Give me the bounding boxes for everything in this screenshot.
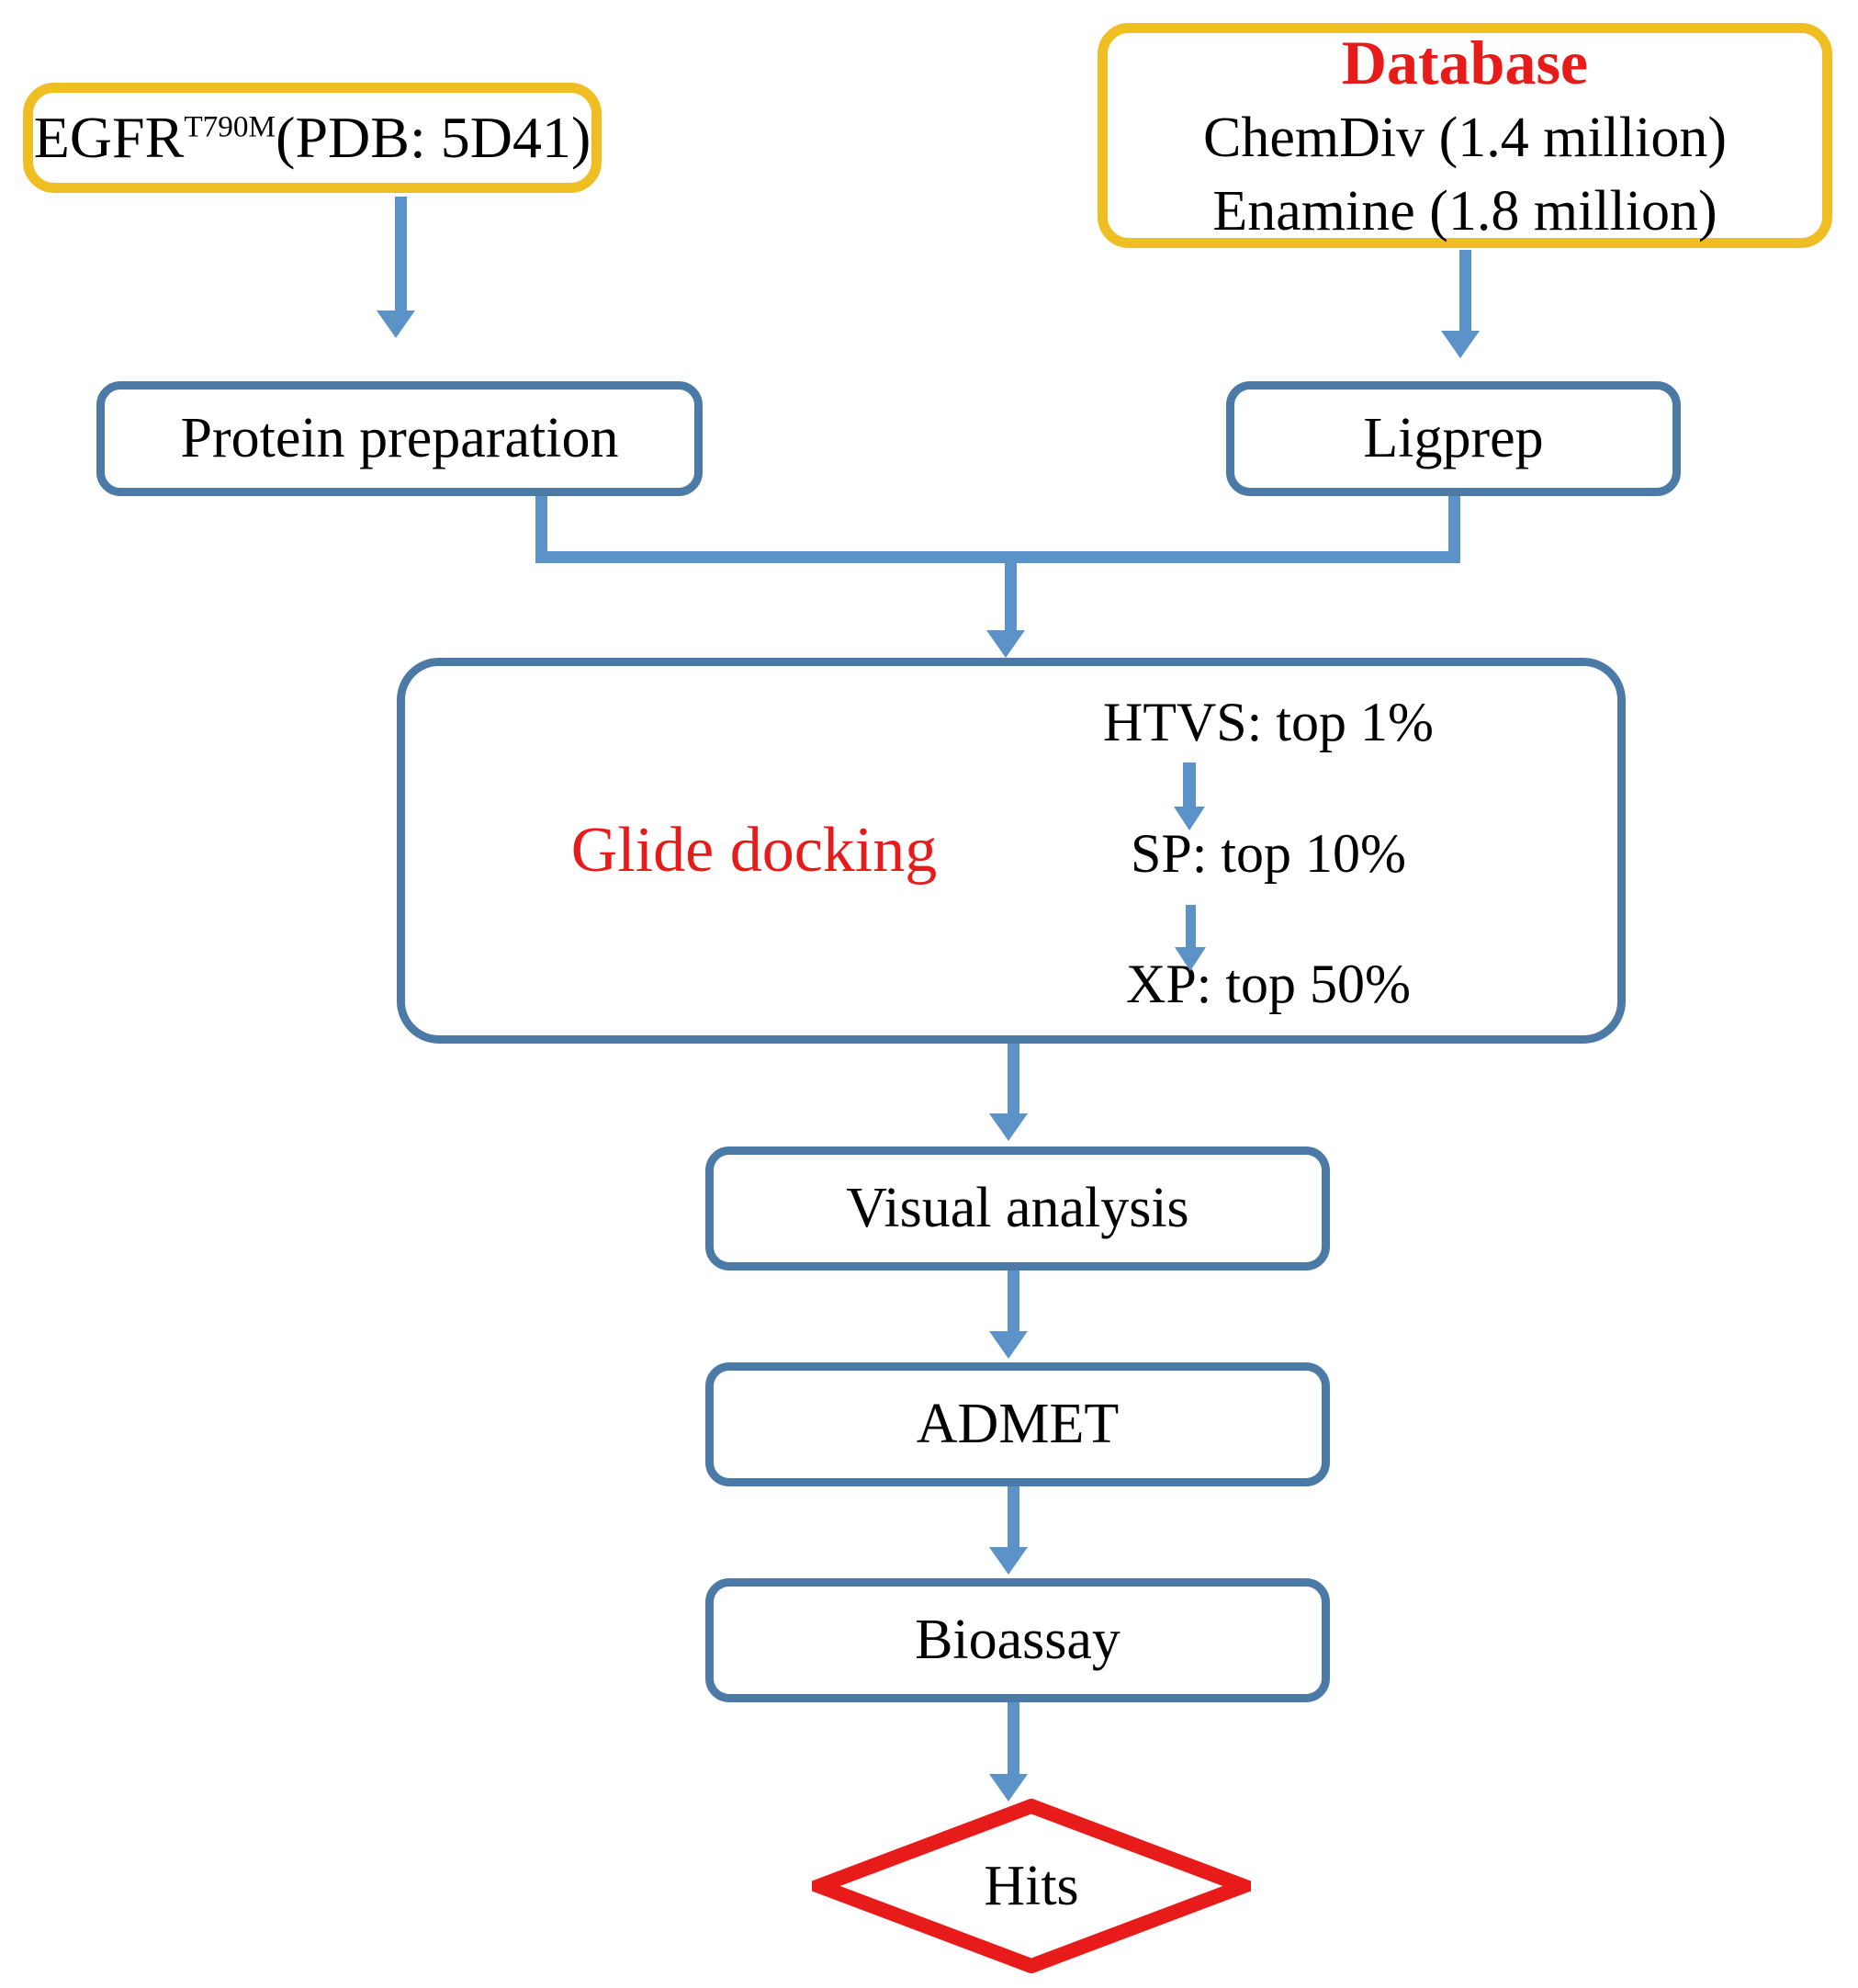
ligprep-label: Ligprep	[1363, 406, 1544, 469]
database-line-2: Enamine (1.8 million)	[1212, 179, 1717, 243]
node-ligprep[interactable]: Ligprep	[1226, 381, 1681, 496]
bioassay-label: Bioassay	[915, 1608, 1120, 1671]
glide-stage-xp: XP: top 50%	[1125, 954, 1412, 1015]
hits-diamond-shape	[812, 1799, 1251, 1973]
glide-stage-column: HTVS: top 1% SP: top 10% XP: top 50%	[974, 666, 1562, 1035]
hits-label: Hits	[984, 1854, 1079, 1917]
database-title: Database	[1341, 28, 1589, 98]
glide-docking-label: Glide docking	[570, 814, 938, 886]
glide-docking-label-wrap: Glide docking	[515, 666, 993, 1035]
database-content: Database ChemDiv (1.4 million) Enamine (…	[1203, 26, 1727, 245]
node-protein-preparation[interactable]: Protein preparation	[96, 381, 703, 496]
hits-label-wrap: Hits	[812, 1799, 1251, 1973]
glide-stage-sp: SP: top 10%	[1130, 822, 1407, 884]
admet-label: ADMET	[916, 1392, 1120, 1455]
protein-preparation-label: Protein preparation	[180, 406, 619, 469]
node-hits[interactable]: Hits	[812, 1799, 1251, 1973]
target-mutation-superscript: T790M	[184, 109, 276, 144]
node-target[interactable]: EGFRT790M(PDB: 5D41)	[23, 83, 602, 193]
node-bioassay[interactable]: Bioassay	[705, 1578, 1330, 1702]
target-label: EGFRT790M(PDB: 5D41)	[33, 105, 591, 171]
visual-analysis-label: Visual analysis	[846, 1176, 1189, 1239]
node-database[interactable]: Database ChemDiv (1.4 million) Enamine (…	[1098, 23, 1832, 248]
glide-stage-htvs: HTVS: top 1%	[1103, 692, 1434, 752]
node-glide-docking[interactable]: Glide docking HTVS: top 1% SP: top 10% X…	[397, 658, 1626, 1044]
node-admet[interactable]: ADMET	[705, 1362, 1330, 1486]
database-line-1: ChemDiv (1.4 million)	[1202, 107, 1728, 170]
node-visual-analysis[interactable]: Visual analysis	[705, 1146, 1330, 1271]
